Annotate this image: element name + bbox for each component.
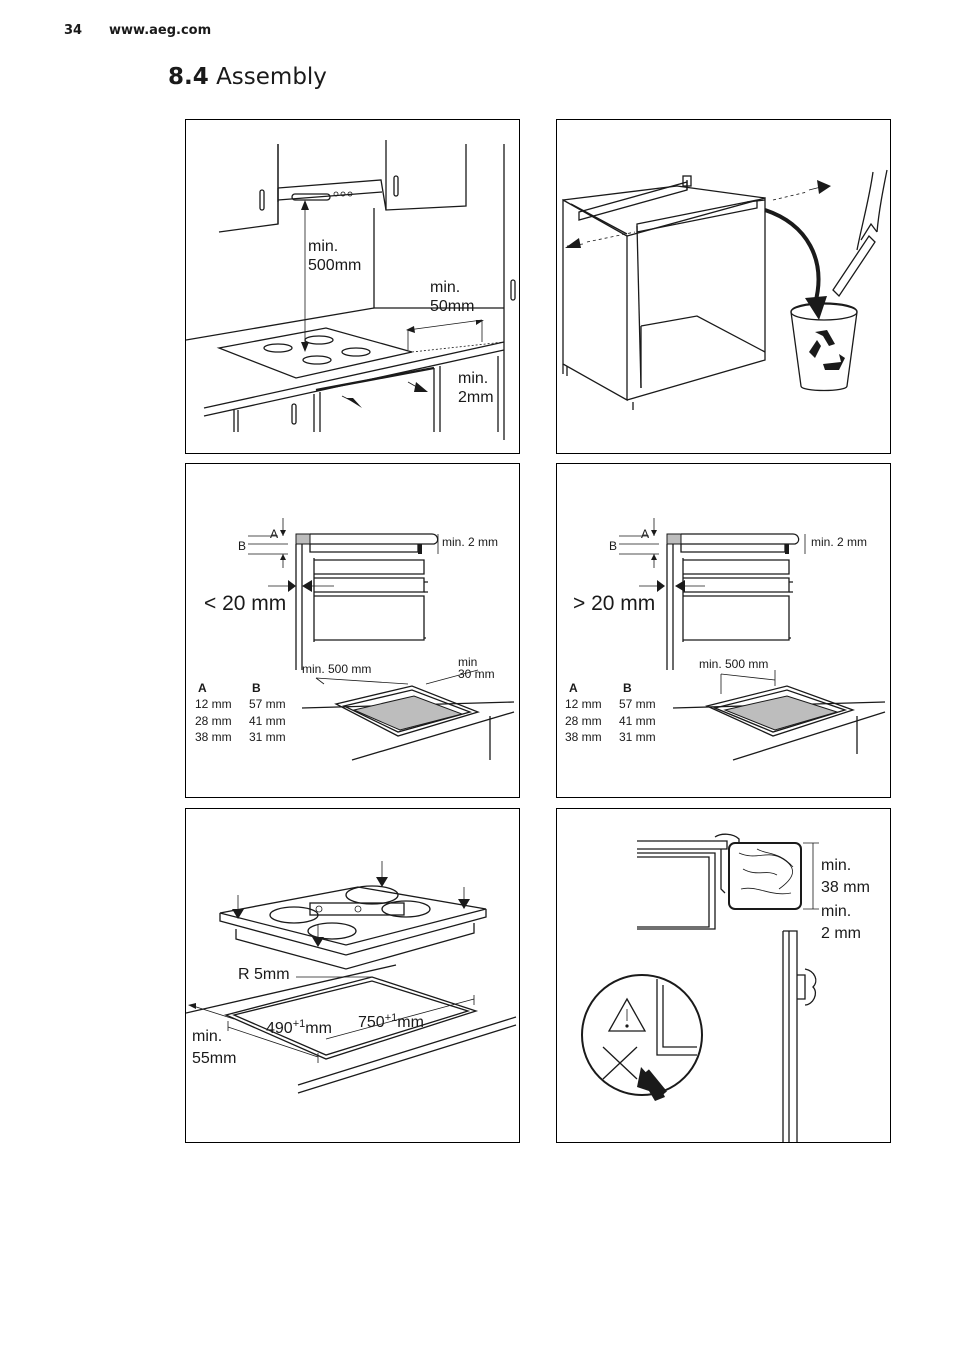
- hood-min-value: 500mm: [308, 257, 361, 274]
- min-500-label: min. 500 mm: [699, 657, 768, 671]
- gap-min-label: min.: [458, 370, 488, 387]
- table-header-b: B: [252, 681, 261, 695]
- gap-min-label: min.: [821, 903, 851, 920]
- section-title: 8.4 Assembly: [168, 64, 327, 90]
- wall-min-label: min.: [430, 279, 460, 296]
- depth-unit: mm: [305, 1020, 332, 1037]
- worktop-illustration: min. 38 mm min. 2 mm: [581, 833, 870, 1142]
- min-2mm-label: min. 2 mm: [442, 535, 498, 549]
- section-number: 8.4: [168, 64, 209, 90]
- table-header-b: B: [623, 681, 632, 695]
- min-30-line2: 30 mm: [458, 667, 495, 681]
- table-cell: 38 mm: [565, 730, 602, 744]
- gap-min-value: 2mm: [458, 389, 494, 406]
- label-a: A: [270, 527, 278, 541]
- hood-min-label: min.: [308, 238, 338, 255]
- table-cell: 12 mm: [195, 697, 232, 711]
- table-cell: 31 mm: [249, 730, 286, 744]
- table-cell: 12 mm: [565, 697, 602, 711]
- panel-remove-panel: [556, 119, 891, 454]
- greater-20mm-illustration: A B > 20 mm min. 2 mm min. 500 mm A B 12…: [565, 518, 886, 761]
- less-20mm-illustration: A B < 20 mm min. 2 mm min. 500 mm min 30…: [195, 518, 515, 761]
- front-min-value: 55mm: [192, 1050, 236, 1067]
- radius-label: R 5mm: [238, 966, 290, 983]
- depth-value: 490: [266, 1020, 293, 1037]
- table-cell: 57 mm: [249, 697, 286, 711]
- width-dimension: 750+1mm: [358, 1012, 424, 1031]
- table-cell: 38 mm: [195, 730, 232, 744]
- table-cell: 57 mm: [619, 697, 656, 711]
- distance-label: > 20 mm: [573, 592, 655, 615]
- panel-greater-20mm: A B > 20 mm min. 2 mm min. 500 mm A B 12…: [556, 463, 891, 798]
- width-unit: mm: [397, 1014, 424, 1031]
- panel-clearances: min. 500mm min. 50mm min. 2mm: [185, 119, 520, 454]
- distance-label: < 20 mm: [204, 592, 286, 615]
- table-header-a: A: [569, 681, 578, 695]
- width-tolerance: +1: [385, 1012, 398, 1024]
- min-2mm-label: min. 2 mm: [811, 535, 867, 549]
- panel-less-20mm: A B < 20 mm min. 2 mm min. 500 mm min 30…: [185, 463, 520, 798]
- cutout-illustration: R 5mm 490+1mm 750+1mm min. 55mm: [186, 861, 517, 1094]
- thickness-min-value: 38 mm: [821, 879, 870, 896]
- warning-icon: [607, 997, 647, 1032]
- table-cell: 28 mm: [565, 714, 602, 728]
- wall-min-value: 50mm: [430, 298, 474, 315]
- min-500-label: min. 500 mm: [302, 662, 371, 676]
- table-cell: 31 mm: [619, 730, 656, 744]
- panel-cutout-dimensions: R 5mm 490+1mm 750+1mm min. 55mm: [185, 808, 520, 1143]
- depth-dimension: 490+1mm: [266, 1018, 332, 1037]
- clearance-illustration: min. 500mm min. 50mm min. 2mm: [186, 140, 516, 440]
- site-url: www.aeg.com: [109, 23, 212, 38]
- label-b: B: [609, 539, 617, 553]
- min-30-line1: min: [458, 655, 477, 669]
- label-a: A: [641, 527, 649, 541]
- table-header-a: A: [198, 681, 207, 695]
- front-min-label: min.: [192, 1028, 222, 1045]
- section-name: Assembly: [216, 64, 327, 90]
- page-number: 34: [64, 23, 83, 38]
- width-value: 750: [358, 1014, 385, 1031]
- table-cell: 41 mm: [249, 714, 286, 728]
- table-cell: 28 mm: [195, 714, 232, 728]
- label-b: B: [238, 539, 246, 553]
- panel-worktop-thickness: min. 38 mm min. 2 mm: [556, 808, 891, 1143]
- thickness-min-label: min.: [821, 857, 851, 874]
- gap-min-value: 2 mm: [821, 925, 861, 942]
- depth-tolerance: +1: [293, 1018, 306, 1030]
- remove-panel-illustration: [562, 169, 888, 410]
- table-cell: 41 mm: [619, 714, 656, 728]
